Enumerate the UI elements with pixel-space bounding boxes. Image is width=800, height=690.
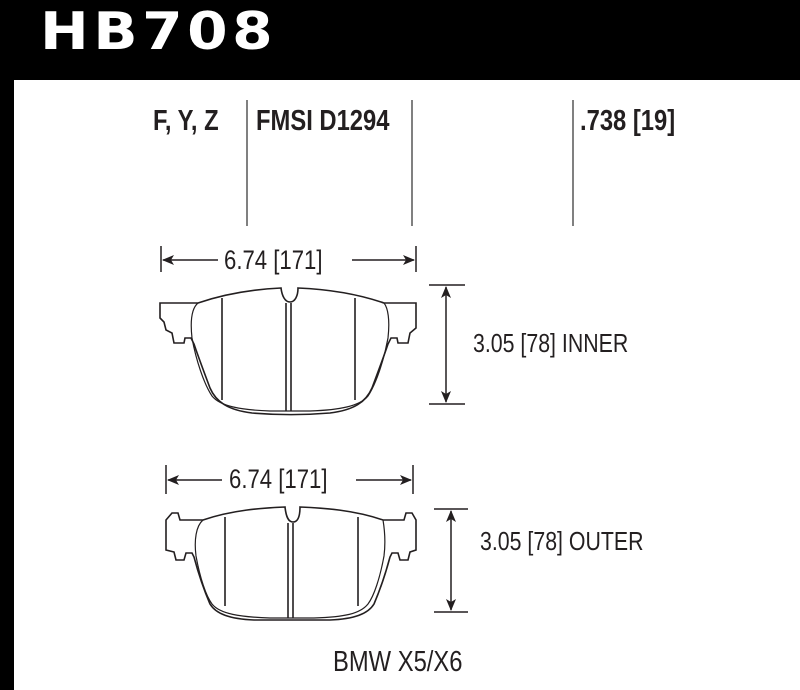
pad-thickness: .738 [19] — [580, 105, 676, 137]
drawing-panel — [14, 80, 800, 690]
outer-height-dimension: 3.05 [78] OUTER — [480, 526, 644, 556]
outer-width-arrow-icon — [165, 465, 414, 494]
inner-width-arrow-icon — [160, 246, 417, 272]
inner-width-dimension: 6.74 [171] — [224, 245, 323, 275]
outer-pad-outline-icon — [165, 506, 417, 621]
outer-width-dimension: 6.74 [171] — [229, 464, 328, 494]
inner-height-arrow-icon — [429, 284, 465, 405]
outer-height-arrow-icon — [434, 508, 468, 613]
fmsi-number: FMSI D1294 — [256, 105, 390, 137]
inner-height-dimension: 3.05 [78] INNER — [473, 328, 629, 358]
vehicle-application: BMW X5/X6 — [333, 646, 463, 678]
spec-divider-lines — [246, 100, 574, 226]
inner-pad-outline-icon — [159, 287, 417, 416]
compound-codes: F, Y, Z — [153, 105, 219, 137]
part-number-title: HB708 — [40, 2, 278, 62]
